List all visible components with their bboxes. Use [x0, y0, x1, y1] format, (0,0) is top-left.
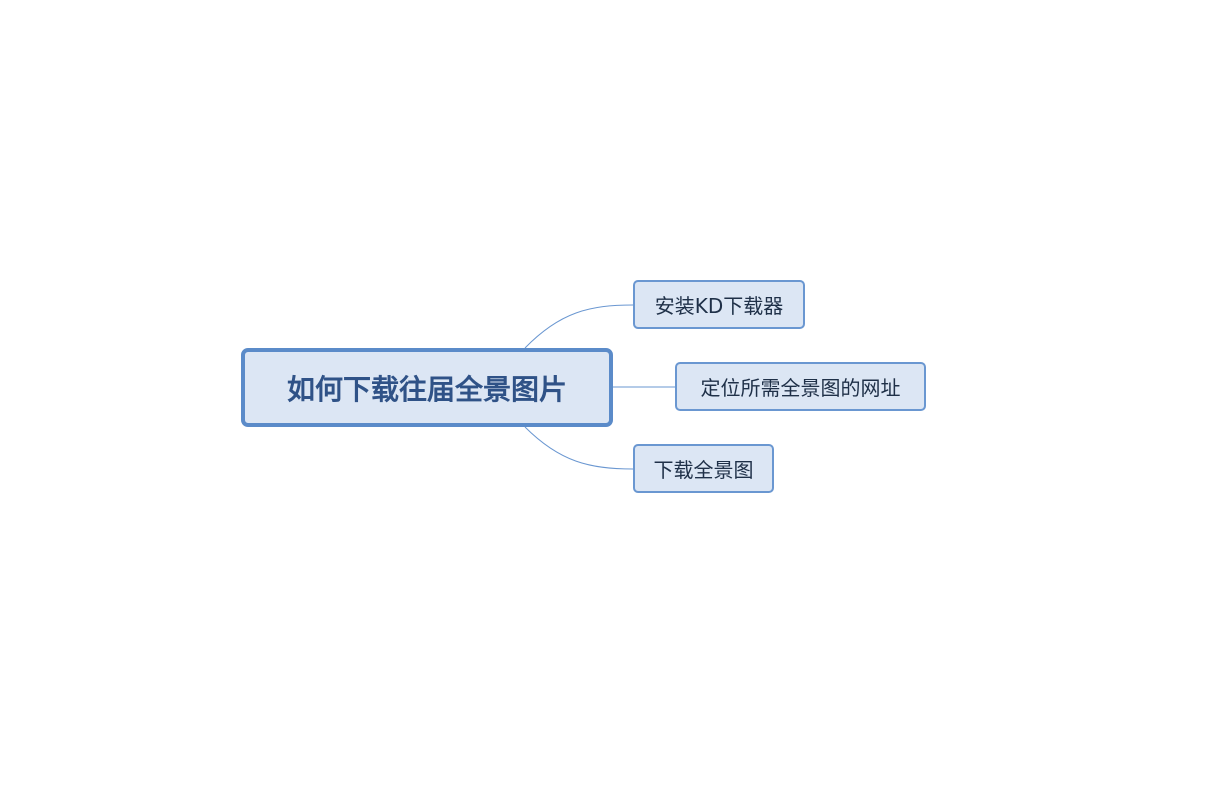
branch-node-download-panorama[interactable]: 下载全景图: [633, 444, 774, 493]
connector-to-branch-1: [524, 304, 634, 349]
branch-label: 安装KD下载器: [654, 294, 784, 318]
connector-to-branch-3: [524, 426, 634, 470]
branch-label: 定位所需全景图的网址: [700, 376, 901, 400]
branch-node-install-kd-downloader[interactable]: 安装KD下载器: [633, 280, 805, 329]
branch-node-locate-url[interactable]: 定位所需全景图的网址: [675, 362, 926, 411]
branch-label: 下载全景图: [653, 458, 754, 482]
central-topic-label: 如何下载往届全景图片: [286, 372, 567, 406]
central-topic-node[interactable]: 如何下载往届全景图片: [241, 348, 613, 427]
